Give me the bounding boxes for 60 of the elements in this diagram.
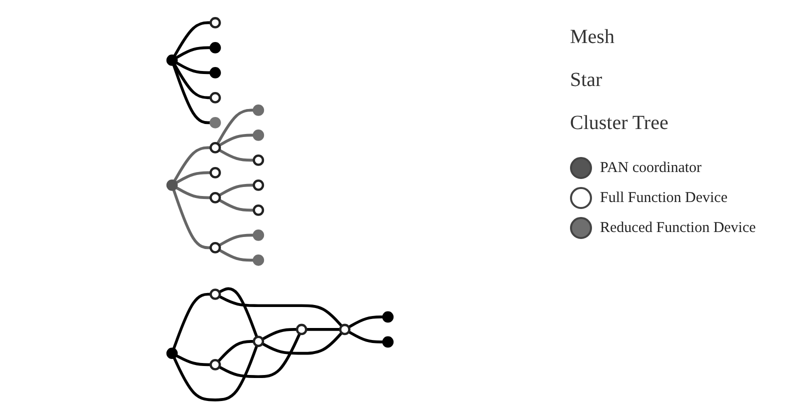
node-circle <box>252 154 264 166</box>
connector <box>218 134 254 147</box>
node-circle <box>210 359 221 370</box>
connector <box>216 108 254 144</box>
node-circle <box>252 180 264 191</box>
node-circle <box>252 254 264 266</box>
connector <box>218 333 301 378</box>
connector <box>172 292 211 350</box>
connector <box>218 248 254 262</box>
legend-text: Full Function Device <box>600 190 728 206</box>
legend-text: PAN coordinator <box>600 160 702 176</box>
node-circle <box>296 324 308 336</box>
node-circle <box>210 167 221 178</box>
node-circle <box>210 17 221 28</box>
connector <box>175 46 211 60</box>
topology-label: Star <box>570 69 602 92</box>
node-circle <box>252 230 264 241</box>
connector <box>172 189 211 250</box>
connector <box>173 63 211 100</box>
connector <box>218 184 254 197</box>
connector <box>218 148 254 162</box>
node-circle <box>252 204 264 216</box>
node-circle <box>210 192 221 204</box>
node-circle <box>166 180 178 191</box>
connector <box>173 21 211 57</box>
legend-text: Reduced Function Device <box>600 220 756 236</box>
node-circle <box>166 348 178 359</box>
node-circle <box>166 54 178 66</box>
node-circle <box>382 336 394 348</box>
connector <box>218 287 258 338</box>
connector <box>175 186 211 200</box>
connector <box>262 332 343 355</box>
node-circle <box>339 324 350 336</box>
node-circle <box>210 92 221 104</box>
topology-label: Cluster Tree <box>570 112 668 135</box>
connector <box>172 64 211 124</box>
topology-label: Mesh <box>570 26 614 49</box>
connector <box>218 198 254 212</box>
node-circle <box>252 130 264 141</box>
connector <box>175 171 211 184</box>
connector <box>175 61 211 74</box>
connector <box>217 340 254 362</box>
connector <box>262 328 298 340</box>
connector <box>172 345 258 402</box>
connector <box>218 234 254 247</box>
connector <box>348 316 384 328</box>
connector <box>306 328 340 331</box>
node-circle <box>210 288 221 300</box>
node-circle <box>210 42 221 54</box>
connector <box>173 146 211 182</box>
node-circle <box>210 117 221 128</box>
node-circle <box>210 67 221 78</box>
connector <box>348 330 384 344</box>
node-circle <box>210 142 221 154</box>
node-circle <box>252 336 264 348</box>
connector <box>175 354 211 366</box>
node-circle <box>382 311 394 323</box>
node-circle <box>252 104 264 116</box>
node-circle <box>210 242 221 254</box>
connector <box>218 295 343 328</box>
